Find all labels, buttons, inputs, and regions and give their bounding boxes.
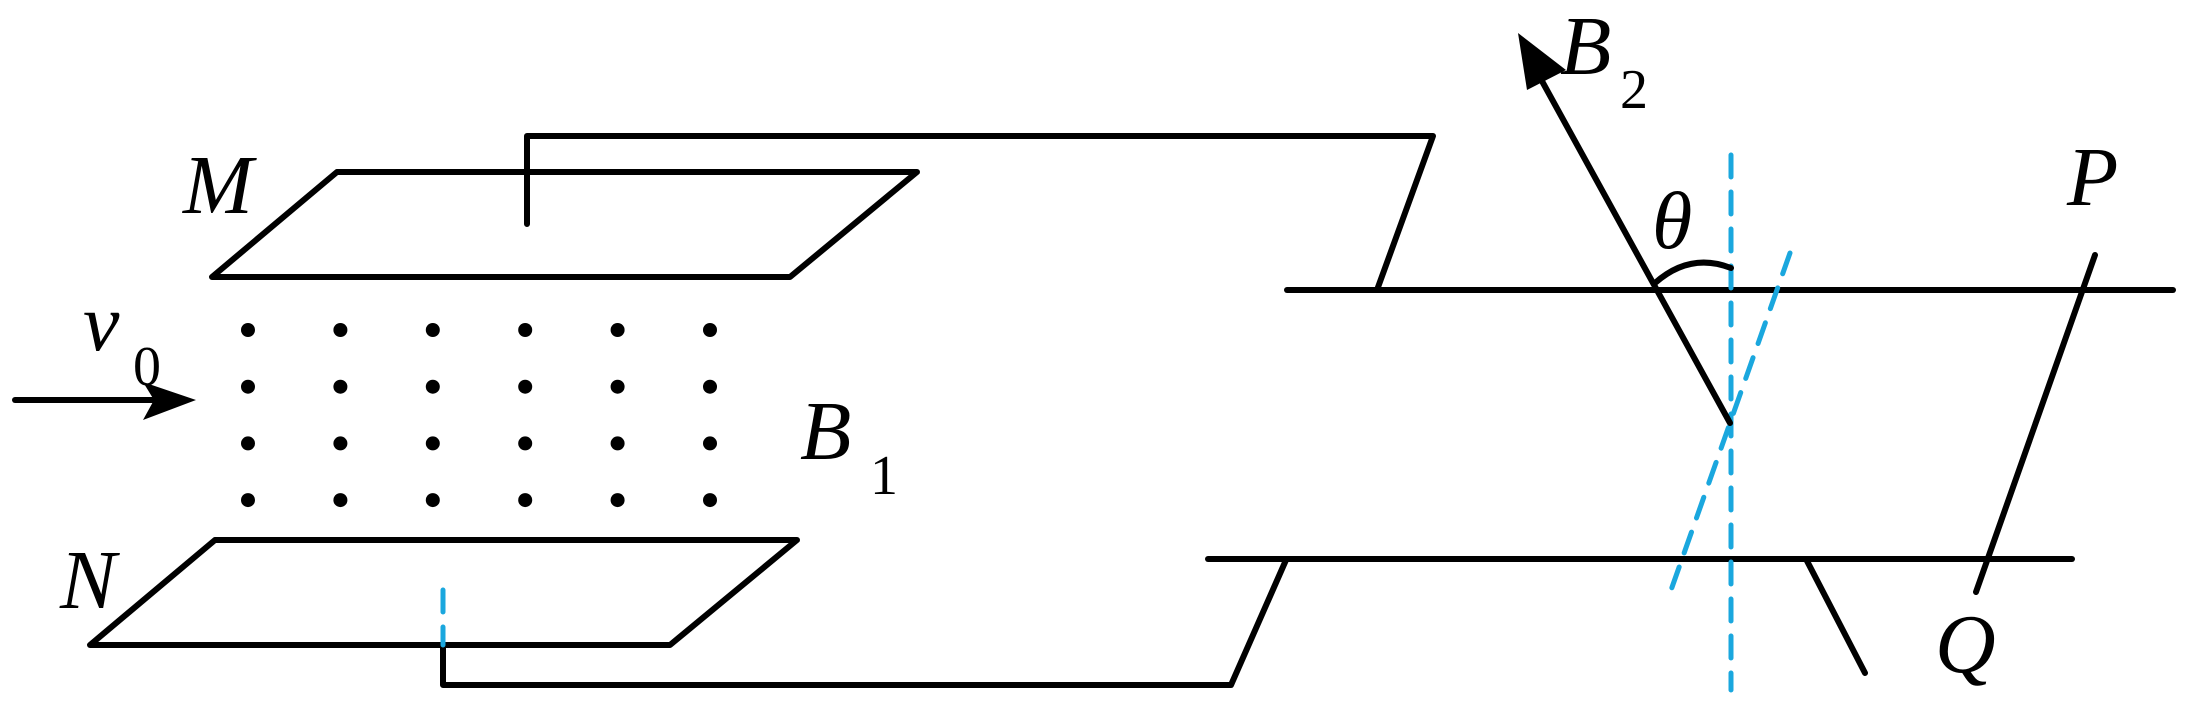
angle-arc <box>1652 259 1734 286</box>
b1-dot <box>518 323 533 337</box>
label-b2-sub: 2 <box>1620 59 1648 121</box>
label-b1: B <box>800 385 851 478</box>
b1-dot <box>518 436 533 451</box>
b1-dot <box>610 379 625 394</box>
b1-dot <box>610 436 625 451</box>
label-v0-sub: 0 <box>133 336 161 398</box>
b1-dot <box>518 493 533 508</box>
b1-dot <box>610 493 625 508</box>
b1-dot <box>241 323 255 337</box>
b1-dot <box>518 379 533 394</box>
b1-dot <box>333 323 348 337</box>
b1-dot <box>241 436 255 451</box>
b2-arrowhead <box>1518 33 1566 90</box>
label-n: N <box>59 534 120 627</box>
label-p: P <box>2066 131 2118 224</box>
v0-arrowhead <box>143 382 196 420</box>
b1-dot <box>333 493 348 508</box>
b1-dot <box>425 323 440 337</box>
wire-n-to-rail <box>440 557 1289 688</box>
b1-dot <box>333 379 348 394</box>
b1-dot <box>703 436 717 451</box>
rail-stub <box>1803 556 1868 676</box>
label-q: Q <box>1935 598 1996 691</box>
b1-dot <box>241 379 255 394</box>
label-b2: B <box>1560 0 1611 93</box>
b1-dot <box>703 379 717 394</box>
b1-dot <box>425 379 440 394</box>
plate-m <box>209 169 920 280</box>
b1-dot <box>333 436 348 451</box>
dashed-slant-guide <box>1667 250 1793 596</box>
b2-vector-line <box>1534 69 1733 426</box>
b1-dot <box>610 323 625 337</box>
b1-dot <box>703 493 717 508</box>
wire-m-to-rail <box>524 133 1436 293</box>
b1-dot <box>703 323 717 337</box>
rod-pq <box>1973 252 2098 595</box>
plate-n <box>87 537 800 648</box>
label-m: M <box>182 139 257 232</box>
label-b1-sub: 1 <box>870 445 898 507</box>
b1-dot <box>425 436 440 451</box>
label-v0: v <box>83 277 120 368</box>
b1-dot <box>425 493 440 508</box>
b1-dot <box>241 493 255 508</box>
b1-field-dots <box>241 323 717 508</box>
label-theta: θ <box>1652 175 1692 266</box>
